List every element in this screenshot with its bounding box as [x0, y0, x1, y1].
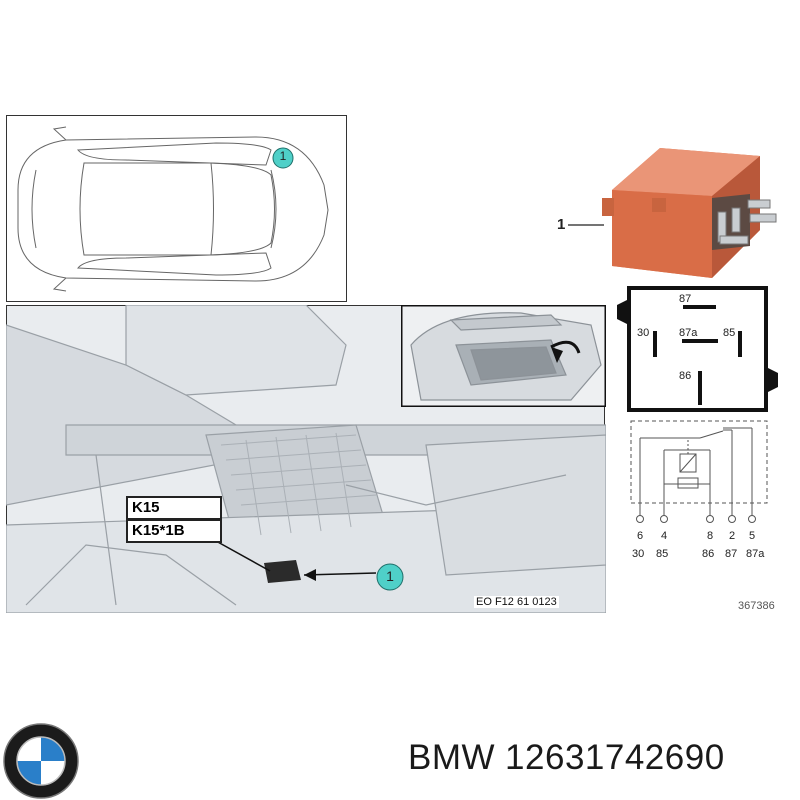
- trunk-inset-view: [401, 305, 606, 407]
- drawing-code: EO F12 61 0123: [474, 596, 559, 608]
- part-callout-number: 1: [557, 216, 566, 233]
- bmw-logo-icon: [3, 723, 79, 799]
- fuse-label-k15: K15: [126, 496, 222, 520]
- part-number: 12631742690: [505, 738, 725, 777]
- pin-number: 8: [707, 530, 714, 542]
- relay-photo: [602, 148, 777, 278]
- pin-terminal: 85: [656, 548, 669, 560]
- image-number: 367386: [738, 600, 775, 612]
- pin-number: 2: [729, 530, 736, 542]
- terminal-87-label: 87: [679, 293, 692, 305]
- relay-terminal-diagram: [617, 286, 778, 412]
- pin-terminal: 87a: [746, 548, 765, 560]
- terminal-30-label: 30: [637, 327, 650, 339]
- pin-terminal: 87: [725, 548, 738, 560]
- pin-number: 6: [637, 530, 644, 542]
- pin-terminal: 30: [632, 548, 645, 560]
- terminal-86-label: 86: [679, 370, 692, 382]
- callout-number-engine: 1: [386, 568, 394, 584]
- brand-name: BMW: [408, 738, 496, 777]
- pin-number: 4: [661, 530, 668, 542]
- callout-marker-engine: [376, 563, 404, 591]
- callout-marker-car: [272, 147, 294, 169]
- terminal-85-label: 85: [723, 327, 736, 339]
- car-top-view-panel: [6, 115, 347, 302]
- callout-number-car: 1: [279, 149, 287, 163]
- pin-terminal: 86: [702, 548, 715, 560]
- part-callout-line: [568, 224, 604, 226]
- relay-schematic: [630, 420, 768, 523]
- fuse-label-k15-1b: K15*1B: [126, 519, 222, 543]
- pin-number: 5: [749, 530, 756, 542]
- terminal-87a-label: 87a: [679, 327, 698, 339]
